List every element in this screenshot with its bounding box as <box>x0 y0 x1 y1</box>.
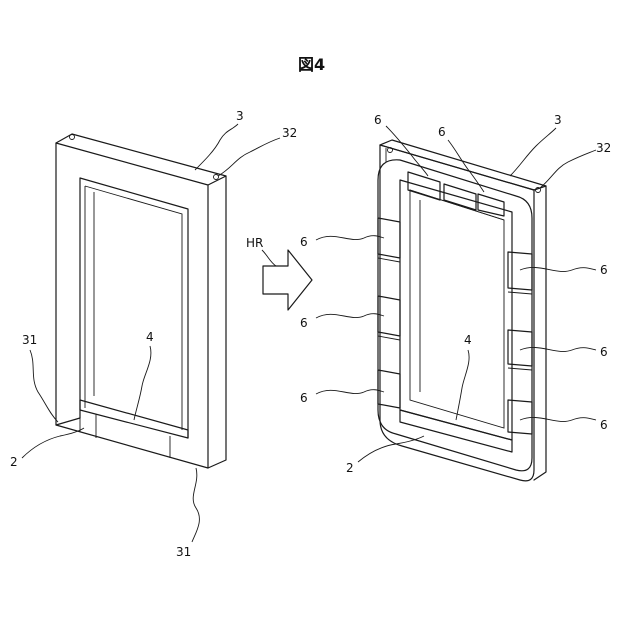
left-frame-side <box>208 176 226 468</box>
pad-left-3 <box>378 370 400 408</box>
right-label-6-right1: 6 <box>600 263 608 277</box>
pad-top-left <box>408 172 440 200</box>
left-label-31a: 31 <box>22 333 37 347</box>
right-frame-top-side <box>380 140 546 480</box>
left-leader-32 <box>218 138 280 176</box>
right-label-2: 2 <box>346 461 354 475</box>
left-labels: 3 32 31 2 4 31 <box>10 109 297 559</box>
right-label-4: 4 <box>464 333 472 347</box>
right-label-6-left2: 6 <box>300 316 308 330</box>
left-leader-2 <box>22 428 84 458</box>
right-leader-4 <box>456 350 469 420</box>
left-pin-left <box>70 135 75 140</box>
right-label-3: 3 <box>554 113 562 127</box>
left-pin-right <box>214 175 219 180</box>
right-opening-inner <box>410 190 504 428</box>
hr-arrow-icon <box>263 250 312 310</box>
left-leader-31a <box>30 350 58 422</box>
left-sill-joints <box>96 414 170 458</box>
right-label-6-right2: 6 <box>600 345 608 359</box>
right-label-6-topmid: 6 <box>438 125 446 139</box>
left-label-2: 2 <box>10 455 18 469</box>
right-opening-outer <box>400 180 512 440</box>
arrow-leader-hr <box>262 250 276 266</box>
right-frame-front <box>380 145 534 481</box>
left-label-31b: 31 <box>176 545 191 559</box>
left-frame-inner-bevel <box>85 186 182 430</box>
right-sill <box>400 410 512 452</box>
right-label-6-right3: 6 <box>600 418 608 432</box>
left-frame-opening <box>80 178 188 438</box>
left-sill-edge <box>56 418 80 425</box>
right-leader-6-left2 <box>316 314 384 318</box>
right-label-6-left3: 6 <box>300 391 308 405</box>
right-label-6-left1: 6 <box>300 235 308 249</box>
pad-left-2 <box>378 296 400 336</box>
figure-title: 図4 <box>298 55 325 74</box>
left-leader-4 <box>134 346 151 420</box>
left-label-4: 4 <box>146 330 154 344</box>
left-label-3: 3 <box>236 109 244 123</box>
right-frame <box>378 140 546 481</box>
arrow-label-hr: HR <box>246 236 263 250</box>
right-frame-top-edge <box>380 145 546 190</box>
right-leader-3 <box>510 128 556 176</box>
left-label-32: 32 <box>282 126 297 140</box>
left-frame-front <box>56 143 208 468</box>
right-opening-bevel <box>410 190 504 392</box>
right-label-6-topleft: 6 <box>374 113 382 127</box>
right-label-32: 32 <box>596 141 611 155</box>
pad-left-1 <box>378 218 400 258</box>
left-frame-top <box>56 134 226 185</box>
right-leader-32 <box>540 150 596 188</box>
right-leader-6-left3 <box>316 390 384 394</box>
left-frame <box>56 134 226 468</box>
right-leader-6-left1 <box>316 236 384 240</box>
left-leader-3 <box>195 124 238 170</box>
left-leader-31b <box>192 468 199 542</box>
